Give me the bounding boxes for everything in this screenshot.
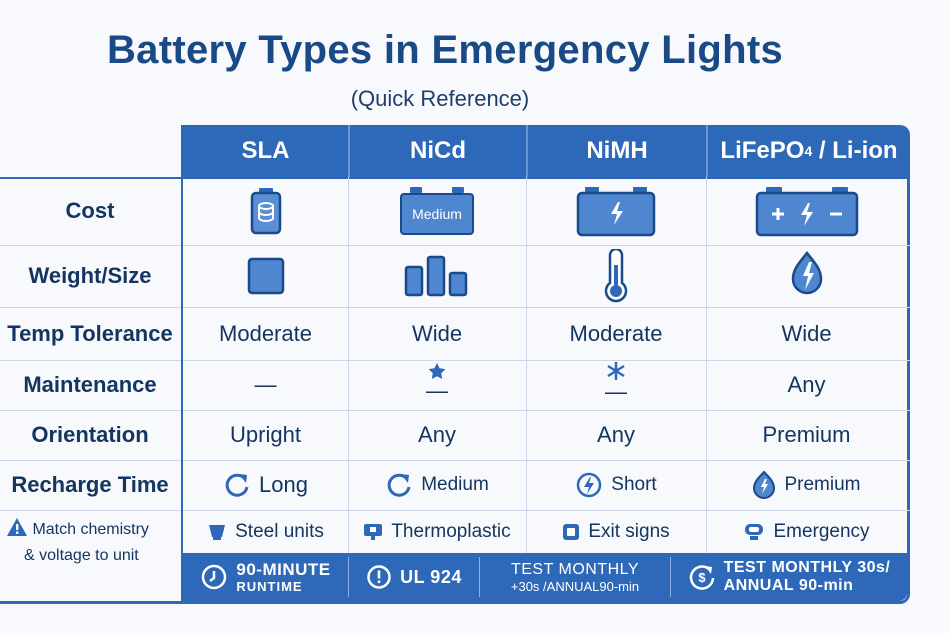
refresh-icon — [225, 473, 249, 497]
maintenance-nicd: — — [348, 360, 526, 410]
temp-lithium: Wide — [781, 320, 832, 346]
maintenance-sla: — — [254, 372, 277, 397]
row-label-orientation: Orientation — [31, 422, 149, 447]
bolt-circle-icon — [577, 472, 602, 498]
bolt-bulb-icon — [753, 470, 776, 499]
application-nimh: Exit signs — [526, 512, 706, 552]
temp-nicd: Wide — [411, 320, 463, 346]
battery-bolt-icon — [576, 187, 656, 237]
application-nicd: Thermoplastic — [348, 512, 526, 552]
table-body — [0, 177, 910, 604]
emergency-light-icon — [745, 524, 764, 540]
monitor-icon — [364, 524, 383, 540]
alert-circle-icon — [367, 565, 391, 589]
row-label-weight: Weight/Size — [28, 263, 152, 288]
recharge-sla: Long — [183, 460, 348, 510]
orientation-lithium: Premium — [762, 422, 851, 447]
recharge-lithium: Premium — [706, 460, 907, 510]
thermometer-icon — [604, 249, 628, 303]
refresh-icon — [387, 473, 411, 497]
cup-icon — [209, 525, 226, 540]
weight-sla — [183, 245, 348, 307]
footer-ul924: UL 924 — [349, 553, 479, 601]
application-lithium: Emergency — [706, 512, 907, 552]
footer-test-annual: $ TEST MONTHLY 30s/ ANNUAL 90-min — [671, 553, 907, 601]
footer-runtime: 90-MINUTE RUNTIME — [183, 553, 348, 601]
maintenance-nimh: — — [526, 360, 706, 410]
maintenance-lithium: Any — [787, 372, 826, 397]
flame-icon — [791, 251, 822, 295]
row-label-cost: Cost — [65, 198, 115, 223]
exit-sign-icon — [563, 524, 580, 540]
battery-medium-icon: Medium — [400, 187, 474, 235]
svg-text:$: $ — [698, 570, 706, 585]
column-header-nicd: NiCd — [410, 137, 466, 164]
page-subtitle: (Quick Reference) — [350, 86, 530, 111]
dollar-cycle-icon: $ — [689, 565, 714, 590]
row-label-temp: Temp Tolerance — [7, 320, 173, 346]
temp-sla: Moderate — [219, 320, 312, 346]
orientation-sla: Upright — [230, 422, 301, 447]
battery-cylinder-icon — [250, 188, 281, 235]
square-icon — [247, 257, 284, 295]
column-header-sla: SLA — [241, 137, 290, 164]
footer-band: 90-MINUTE RUNTIME UL 924 TEST MONTHLY +3… — [183, 553, 907, 601]
page-title: Battery Types in Emergency Lights — [106, 28, 783, 72]
cost-lithium — [706, 177, 907, 245]
footer-test-monthly: TEST MONTHLY +30s /ANNUAL90-min — [510, 560, 640, 594]
warning-note: Match chemistry & voltage to unit — [6, 517, 184, 569]
orientation-nimh: Any — [597, 422, 635, 447]
row-label-maintenance: Maintenance — [23, 372, 157, 397]
weight-lithium — [706, 245, 907, 307]
column-header-nimh: NiMH — [586, 137, 648, 164]
cost-nimh — [526, 177, 706, 245]
application-sla: Steel units — [183, 512, 348, 552]
recharge-nicd: Medium — [348, 460, 526, 510]
bar-chart-icon — [404, 255, 468, 297]
asterisk-icon — [607, 362, 625, 380]
weight-nicd — [348, 245, 526, 307]
temp-nimh: Moderate — [569, 320, 663, 346]
row-label-recharge: Recharge Time — [11, 472, 169, 497]
star-icon — [428, 363, 446, 379]
warning-icon — [7, 518, 27, 536]
recharge-nimh: Short — [526, 460, 706, 510]
cost-sla — [183, 177, 348, 245]
orientation-nicd: Any — [418, 422, 456, 447]
battery-plus-minus-icon — [755, 187, 858, 237]
cost-nicd: Medium — [348, 177, 526, 245]
clock-icon — [202, 564, 227, 590]
weight-nimh — [526, 245, 706, 307]
